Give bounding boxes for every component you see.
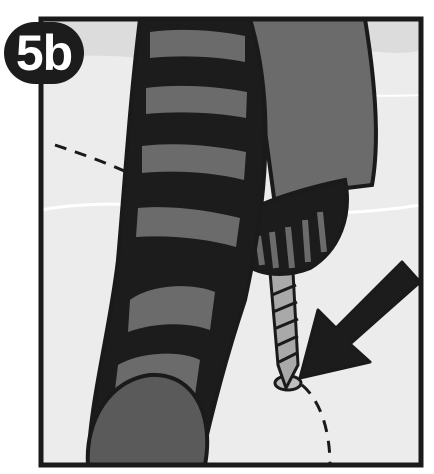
step-number-badge: 5b [4, 22, 84, 84]
